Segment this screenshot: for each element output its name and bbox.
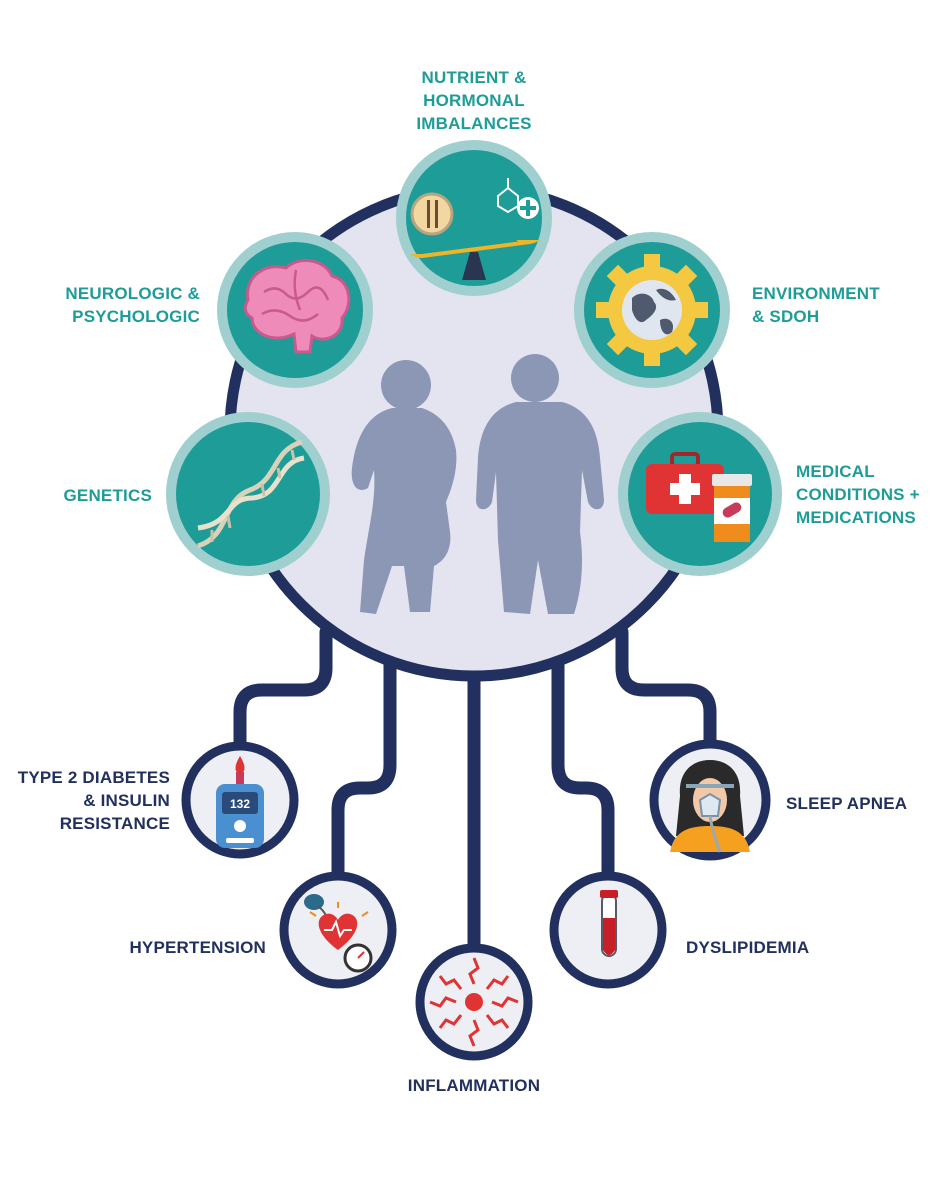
woman-silhouette — [351, 360, 457, 614]
man-silhouette — [476, 354, 604, 614]
diabetes-icon-circle: 132 — [181, 741, 299, 859]
hypertension-icon-circle — [279, 871, 397, 989]
medical-icon-circle — [618, 412, 782, 576]
gear-globe-icon — [596, 254, 708, 366]
environment-icon-circle — [574, 232, 730, 388]
connector-diabetes — [233, 625, 333, 755]
blood-tube-icon — [600, 890, 618, 957]
nutrient-icon-circle — [396, 140, 552, 296]
sleep-apnea-icon-circle — [649, 739, 771, 861]
people-silhouettes — [351, 354, 604, 614]
glucose-meter-icon: 132 — [216, 756, 264, 848]
neurologic-icon-circle — [217, 232, 373, 388]
label-environment: ENVIRONMENT & SDOH — [752, 284, 880, 326]
blood-pressure-icon — [304, 894, 373, 973]
connector-dyslipidemia — [551, 655, 615, 879]
connector-sleep-apnea — [615, 625, 717, 747]
cpap-mask-icon — [670, 760, 750, 853]
genetics-icon-circle — [166, 412, 330, 576]
label-neurologic: NEUROLOGIC & PSYCHOLOGIC — [65, 284, 200, 326]
label-hypertension: HYPERTENSION — [129, 938, 266, 957]
label-inflammation: INFLAMMATION — [407, 1076, 541, 1095]
inflammation-icon-circle — [415, 943, 533, 1061]
label-genetics: GENETICS — [63, 486, 152, 505]
label-nutrient: NUTRIENT & HORMONAL IMBALANCES — [416, 68, 532, 133]
label-diabetes: TYPE 2 DIABETES & INSULIN RESISTANCE — [17, 768, 170, 833]
dyslipidemia-icon-circle — [549, 871, 667, 989]
balance-scale-icon — [410, 178, 540, 280]
glucose-reading: 132 — [230, 797, 250, 811]
connector-lines — [233, 625, 717, 952]
label-medical: MEDICAL CONDITIONS + MEDICATIONS — [796, 462, 920, 527]
medical-kit-pills-icon — [646, 452, 752, 542]
label-sleep-apnea: SLEEP APNEA — [786, 794, 908, 813]
connector-hypertension — [331, 655, 397, 879]
inflammation-burst-icon — [429, 957, 519, 1047]
dna-icon — [197, 439, 305, 549]
brain-icon — [243, 259, 351, 354]
label-dyslipidemia: DYSLIPIDEMIA — [686, 938, 810, 957]
